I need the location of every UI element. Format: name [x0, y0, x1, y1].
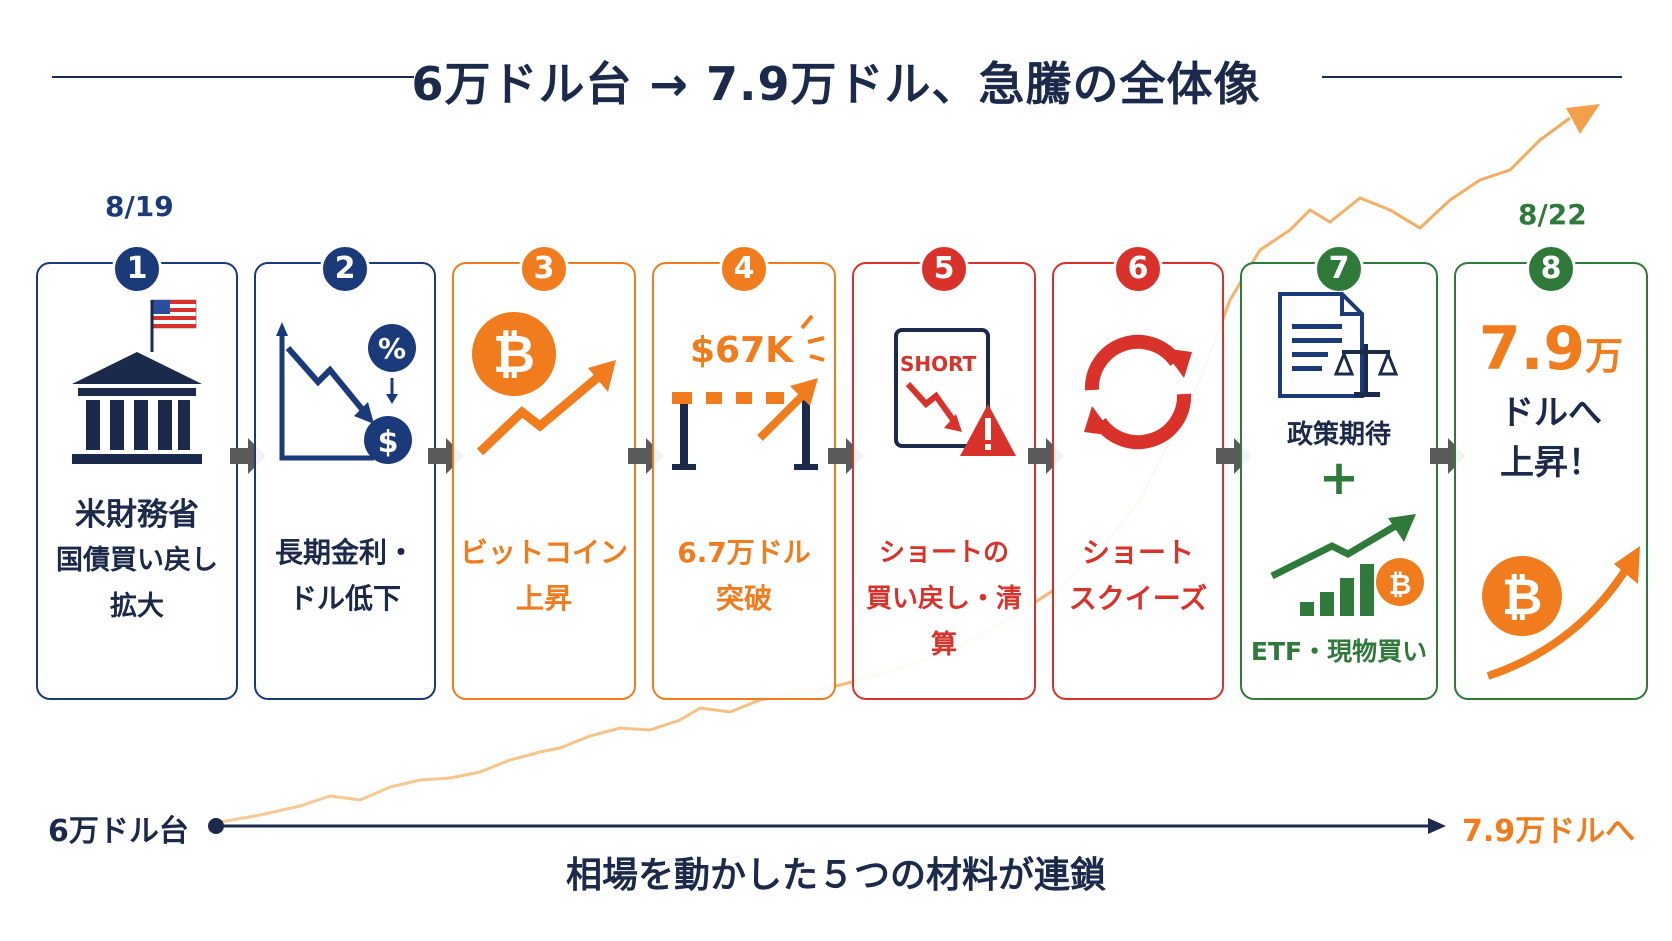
short-warning-icon: SHORT [854, 292, 1034, 482]
final-price-unit: 万 [1585, 334, 1624, 378]
step-8-line-1: ドルへ [1500, 393, 1602, 433]
final-price-value: 7.9 [1478, 314, 1586, 384]
step-text-8: ドルへ 上昇！ [1456, 388, 1646, 488]
step-2-line-2: ドル低下 [288, 582, 401, 615]
start-date: 8/19 [105, 190, 174, 223]
short-label: SHORT [900, 352, 977, 376]
timeline-start-label: 6万ドル台 [48, 814, 189, 849]
step-card-6: 6 ショート スクイーズ [1052, 244, 1224, 700]
step-4-line-1: 6.7万ドル [677, 536, 811, 569]
step-8-line-2: 上昇！ [1500, 443, 1602, 483]
price-67k-label: $67K [690, 330, 794, 371]
policy-document-icon [1278, 292, 1399, 398]
step-card-5: 5 SHORT ショートの 買い戻し・清算 [852, 244, 1036, 700]
step-2-line-1: 長期金利・ [274, 536, 415, 569]
step-4-line-2: 突破 [715, 582, 772, 615]
step-card-2: 2 % $ 長期金利・ ドル低下 [254, 244, 436, 700]
step-3-line-1: ビットコイン [459, 536, 628, 569]
svg-text:₿: ₿ [493, 325, 535, 385]
barrier-break-icon: $67K [654, 292, 834, 482]
step-card-7: 7 政策期待 + ₿ ETF・現物買い [1240, 244, 1438, 700]
bitcoin-rise-icon: ₿ [454, 292, 634, 482]
falling-rate-icon: % $ [256, 292, 434, 482]
squeeze-cycle-icon [1054, 292, 1222, 482]
step-card-3: 3 ₿ ビットコイン 上昇 [452, 244, 636, 700]
step-3-line-2: 上昇 [515, 582, 572, 615]
step-1-line-3: 拡大 [110, 591, 164, 622]
step-5-line-1: ショートの [878, 538, 1009, 568]
step-text-6: ショート スクイーズ [1054, 530, 1222, 622]
step-number-7: 7 [1314, 244, 1364, 294]
step-number-6: 6 [1113, 244, 1163, 294]
svg-text:$: $ [378, 425, 399, 460]
step-card-1: 1 米財務省 国債買い戻し 拡大 [36, 244, 238, 700]
step-card-8: 8 7.9万 ドルへ 上昇！ ₿ [1454, 244, 1648, 700]
page-title: 6万ドル台 → 7.9万ドル、急騰の全体像 [411, 57, 1261, 111]
plus-sign: + [1318, 450, 1360, 506]
step-text-2: 長期金利・ ドル低下 [256, 530, 434, 622]
step-6-line-2: スクイーズ [1068, 582, 1208, 615]
svg-text:%: % [378, 332, 406, 365]
step-number-1: 1 [112, 244, 162, 294]
step-text-3: ビットコイン 上昇 [454, 530, 634, 622]
bitcoin-final-icon: ₿ [1482, 546, 1640, 680]
treasury-building-icon [38, 292, 236, 482]
title-rule-left [52, 76, 414, 78]
timeline-caption: 相場を動かした５つの材料が連鎖 [565, 855, 1106, 896]
step-card-4: 4 $67K 6.7万ドル 突破 [652, 244, 836, 700]
step-1-line-2: 国債買い戻し [56, 545, 218, 576]
title-rule-right [1322, 76, 1622, 78]
step-text-4: 6.7万ドル 突破 [654, 530, 834, 622]
etf-spot-buying-label: ETF・現物買い [1250, 637, 1428, 666]
etf-growth-icon: ₿ [1270, 514, 1424, 616]
step-1-line-1: 米財務省 [75, 497, 199, 533]
step-text-1: 米財務省 国債買い戻し 拡大 [38, 492, 236, 630]
policy-expectation-label: 政策期待 [1286, 420, 1391, 450]
end-date: 8/22 [1518, 198, 1587, 231]
step-number-3: 3 [519, 244, 569, 294]
svg-text:₿: ₿ [1389, 568, 1412, 601]
step-6-line-1: ショート [1081, 536, 1194, 569]
svg-text:₿: ₿ [1502, 568, 1543, 626]
price-trend-arrowhead [1566, 104, 1600, 134]
final-price: 7.9万 [1456, 314, 1646, 384]
step-number-2: 2 [320, 244, 370, 294]
title-block: 6万ドル台 → 7.9万ドル、急騰の全体像 [0, 42, 1672, 112]
step-number-4: 4 [719, 244, 769, 294]
step-number-8: 8 [1526, 244, 1576, 294]
step-number-5: 5 [919, 244, 969, 294]
step-5-line-2: 買い戻し・清算 [865, 584, 1022, 660]
timeline-end-label: 7.9万ドルへ [1462, 814, 1636, 849]
step-text-5: ショートの 買い戻し・清算 [854, 530, 1034, 668]
